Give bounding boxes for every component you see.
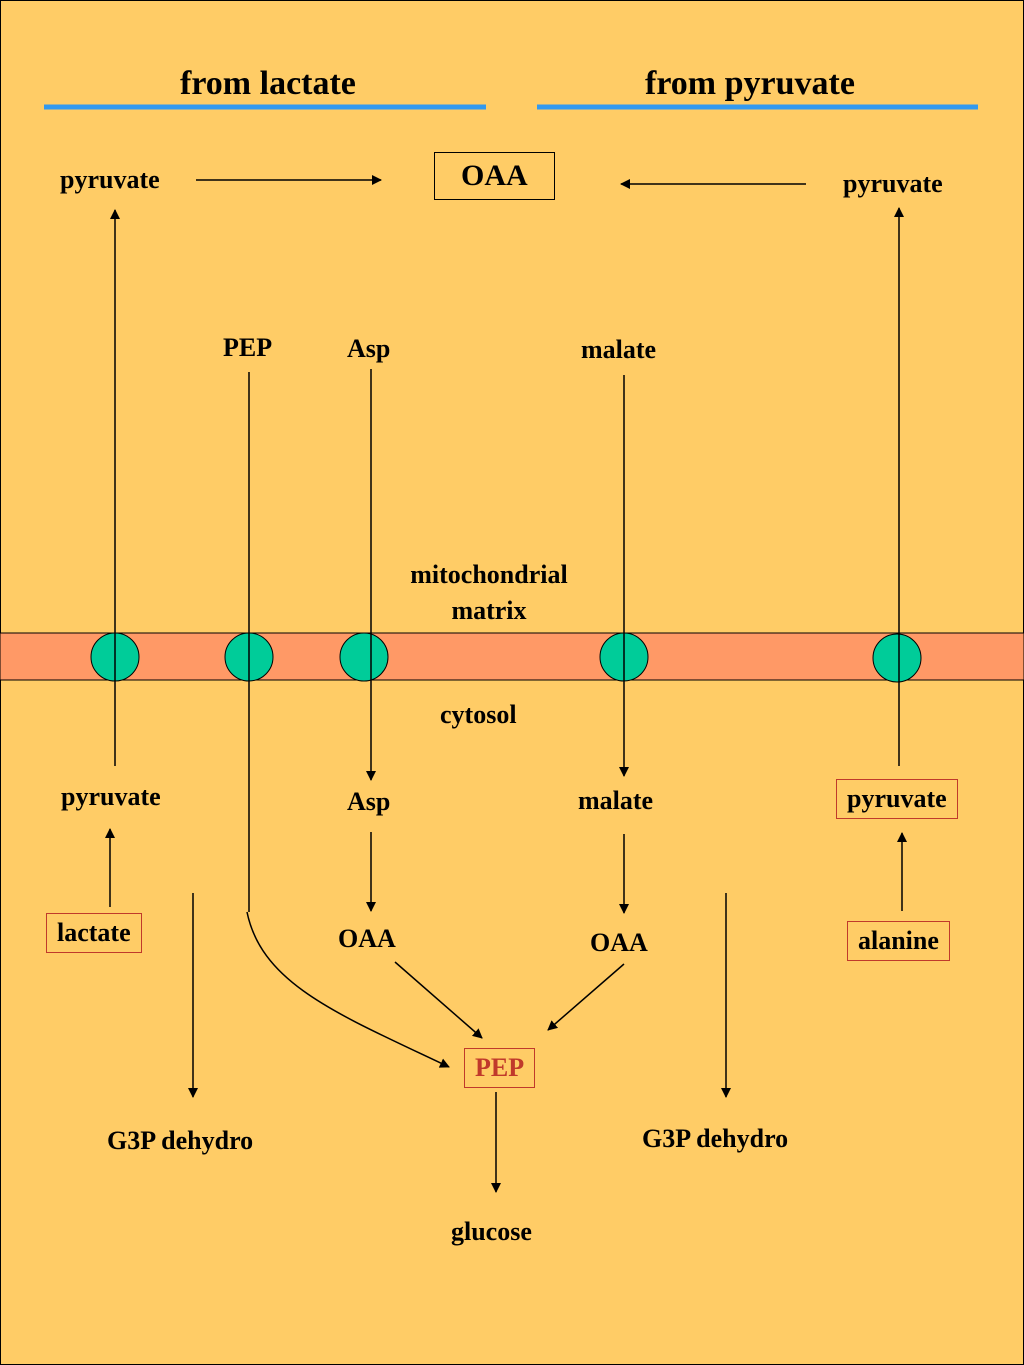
label-cytosol: cytosol: [440, 700, 517, 729]
label-mitochondrial-matrix: mitochondrial matrix: [410, 560, 568, 625]
label-oaa-cytosol-right: OAA: [590, 928, 648, 957]
label-malate-matrix: malate: [581, 335, 657, 364]
label-glucose: glucose: [451, 1217, 532, 1246]
box-alanine: alanine: [847, 921, 950, 961]
mitochondrial-membrane: [0, 632, 1024, 681]
label-malate-cytosol: malate: [578, 786, 654, 815]
box-pep-cytosol: PEP: [464, 1048, 536, 1088]
label-pyruvate-cytosol-left: pyruvate: [61, 782, 161, 811]
transporter-pyruvate-right: [872, 633, 922, 683]
label-asp-cytosol: Asp: [347, 787, 391, 816]
arrow-oaa-left-to-pep: [394, 961, 483, 1039]
box-lactate: lactate: [46, 913, 142, 953]
label-g3p-dehydro-right: G3P dehydro: [642, 1124, 789, 1153]
box-oaa-matrix: OAA: [434, 152, 555, 200]
label-pyruvate-matrix-left: pyruvate: [60, 165, 160, 194]
transporter-asp: [339, 632, 389, 682]
box-pyruvate-cytosol-right: pyruvate: [836, 779, 958, 819]
label-asp-matrix: Asp: [347, 334, 391, 363]
header-from-lactate: from lactate: [180, 65, 356, 102]
label-g3p-dehydro-left: G3P dehydro: [107, 1126, 254, 1155]
label-pyruvate-matrix-right: pyruvate: [843, 169, 943, 198]
header-from-pyruvate: from pyruvate: [645, 65, 855, 102]
label-pep-matrix: PEP: [223, 333, 273, 362]
label-oaa-cytosol-left: OAA: [338, 924, 396, 953]
arrow-pep-to-cytosolic-pep: [246, 911, 450, 1068]
arrow-oaa-right-to-pep: [547, 963, 625, 1031]
